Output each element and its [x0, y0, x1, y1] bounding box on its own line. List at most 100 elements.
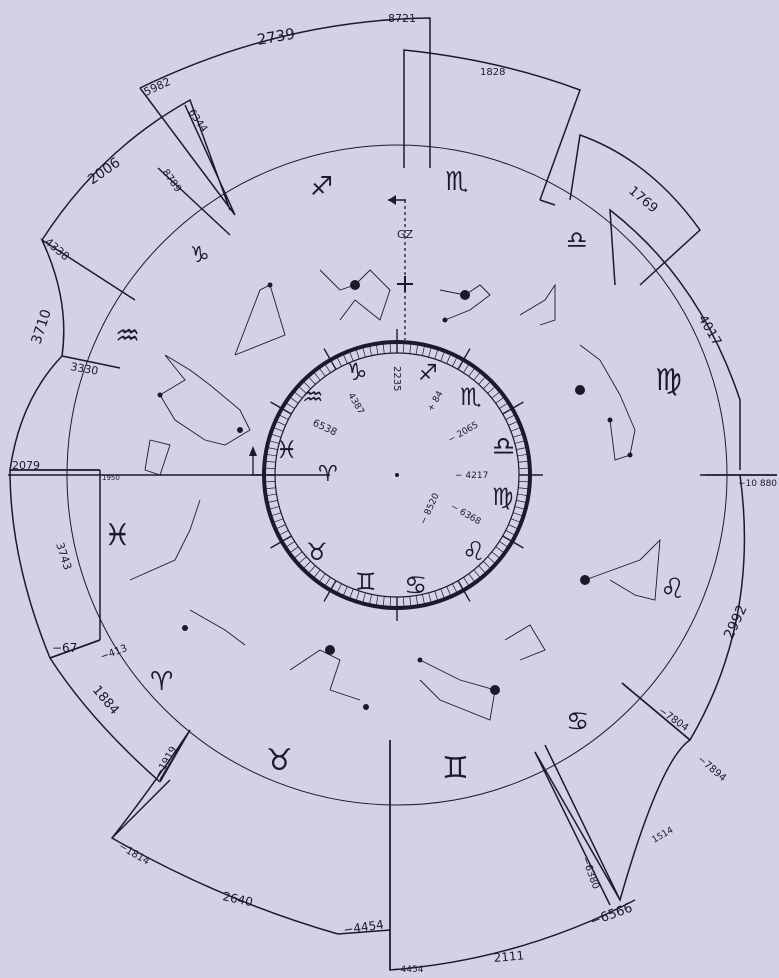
dial-tick: [499, 541, 508, 547]
label-8789: 8789: [160, 167, 184, 194]
dial-tick: [492, 552, 501, 559]
zodiac-libra-inner-icon: ♎: [492, 432, 515, 462]
zodiac-virgo-outer-icon: ♍: [655, 363, 682, 398]
dial-tick: [308, 566, 315, 574]
label-1769: 1769: [625, 184, 660, 217]
dial-tick: [508, 421, 518, 425]
label-1828: 1828: [480, 67, 505, 78]
inner-label-minus-4217: − 4217: [455, 471, 488, 481]
dial-tick: [294, 552, 303, 559]
label-4017: 4017: [695, 313, 725, 349]
dial-tick: [452, 584, 457, 594]
dial-tick: [285, 541, 294, 547]
zodiac-libra-outer-icon: ♎: [566, 226, 588, 254]
label-6344: 6344: [186, 107, 210, 134]
dial-tick: [513, 513, 523, 516]
dial-tick: [506, 530, 516, 535]
dial-tick: [511, 427, 521, 431]
dial-tick: [349, 589, 353, 599]
dial-tick: [275, 525, 285, 529]
dial-tick: [474, 570, 481, 579]
zodiac-aquarius-inner-icon: ♒: [302, 383, 324, 411]
dial-tick: [278, 415, 288, 420]
dial-tick: [447, 353, 451, 363]
dial-tick: [313, 372, 320, 381]
zodiac-pisces-inner-icon: ♓: [276, 436, 298, 464]
zodiac-virgo-inner-icon: ♍: [492, 483, 514, 511]
label-minus-1919: −1919: [153, 745, 179, 780]
dial-tick: [435, 591, 438, 601]
zodiac-gemini-outer-icon: ♊: [442, 751, 469, 786]
label-1950: 1950: [102, 474, 120, 482]
ridge-line: [540, 200, 555, 205]
zodiac-sagittarius-outer-icon: ♐: [310, 172, 333, 202]
dial-tick: [441, 589, 445, 599]
zodiac-gemini-inner-icon: ♊: [355, 568, 377, 596]
constellation-lines: [130, 270, 660, 720]
dial-tick: [441, 351, 445, 361]
dial-center: [395, 473, 399, 477]
label-2111: 2111: [493, 948, 525, 965]
dial-tick: [474, 372, 481, 381]
dial-tick: [511, 519, 521, 523]
label-minus-6566: −6566: [588, 901, 634, 930]
dial-tick: [337, 356, 342, 366]
zodiac-cancer-outer-icon: ♋: [566, 707, 589, 737]
dial-tick: [488, 557, 496, 564]
dial-tick: [452, 356, 457, 366]
zodiac-leo-inner-icon: ♌: [462, 537, 485, 567]
dial-tick: [319, 574, 325, 583]
label-3710: 3710: [29, 307, 55, 346]
label-1514: 1514: [651, 825, 676, 845]
dial-tick: [463, 577, 469, 586]
zodiac-pisces-outer-icon: ♓: [104, 518, 131, 553]
dial-tick: [492, 391, 501, 398]
dial-tick: [508, 525, 518, 529]
label-2006: 2006: [85, 155, 123, 189]
zodiac-aquarius-outer-icon: ♒: [115, 319, 140, 352]
zodiac-leo-outer-icon: ♌: [660, 572, 685, 605]
dial-tick: [294, 391, 303, 398]
inner-label-2235: 2235: [391, 366, 402, 391]
label-minus-1814: −1814: [117, 841, 152, 867]
zodiac-sagittarius-inner-icon: ♐: [418, 361, 438, 386]
zodiac-capricorn-inner-icon: ♑: [346, 358, 368, 386]
label-3743: 3743: [53, 541, 74, 572]
gz-arrow-head-icon: [388, 195, 396, 205]
dial-tick: [496, 397, 505, 403]
inner-label-minus-8520: − 8520: [419, 492, 442, 527]
dial-tick: [447, 586, 451, 596]
inner-label-minus-6368: − 6368: [449, 502, 483, 527]
dial-tick: [271, 513, 281, 516]
dial-tick: [435, 349, 438, 359]
label-minus-413: −413: [99, 643, 129, 663]
dial-tick: [488, 386, 496, 393]
zodiac-cancer-inner-icon: ♋: [404, 571, 427, 601]
dial-tick: [469, 574, 475, 583]
zodiac-scorpio-outer-icon: ♏: [445, 167, 468, 197]
dial-tick: [483, 381, 491, 389]
inner-label-6538: 6538: [311, 418, 339, 439]
label-2739: 2739: [256, 25, 297, 49]
label-minus-7894: −7894: [695, 754, 728, 784]
label-2079: 2079: [12, 459, 40, 472]
label-2640: 2640: [221, 889, 254, 909]
label-minus-4454-a: −4454: [342, 917, 384, 937]
gz-label: GZ: [397, 228, 414, 241]
zodiac-taurus-inner-icon: ♉: [306, 538, 328, 566]
dial-tick: [289, 397, 298, 403]
inner-label-plus-84: + 84: [426, 389, 446, 413]
constellation-stars: [158, 280, 633, 710]
dial-tick: [285, 403, 294, 409]
label-2992: 2992: [721, 603, 751, 642]
dial-tick: [325, 577, 331, 586]
dial-tick: [278, 530, 288, 535]
up-arrow-head-icon: [249, 446, 257, 456]
dial-tick: [463, 363, 469, 372]
zodiac-taurus-outer-icon: ♉: [266, 743, 293, 778]
label-8721: 8721: [388, 12, 416, 25]
zodiac-aries-outer-icon: ♈: [150, 667, 173, 697]
dial-tick: [275, 421, 285, 425]
